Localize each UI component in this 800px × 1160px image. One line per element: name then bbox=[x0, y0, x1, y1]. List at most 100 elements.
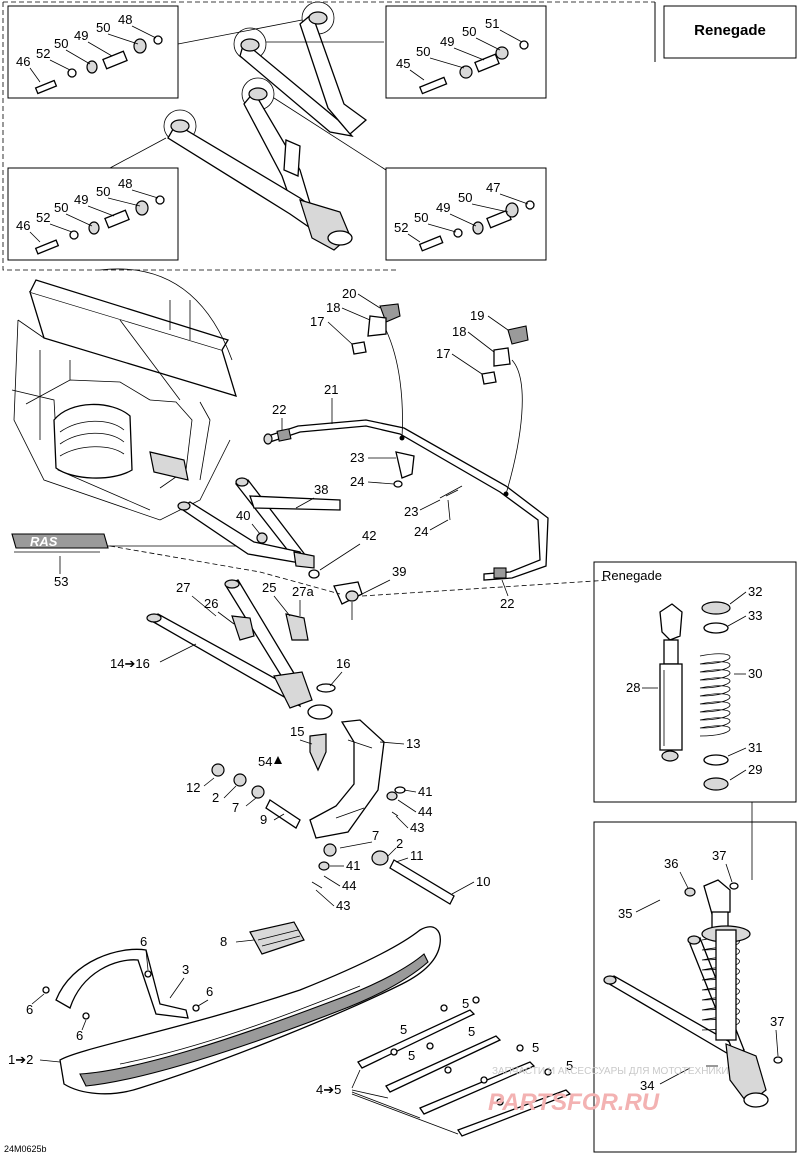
callout-47: 47 bbox=[486, 180, 500, 195]
upper-a-arm-top bbox=[109, 1, 387, 251]
callout-25: 25 bbox=[262, 580, 276, 595]
watermark: ЗАПЧАСТИ И АКСЕССУАРЫ ДЛЯ МОТОТЕХНИКИ PA… bbox=[488, 1066, 729, 1116]
callout-11: 11 bbox=[410, 848, 424, 863]
callout-52: 52 bbox=[36, 46, 50, 61]
callout-37: 37 bbox=[712, 848, 726, 863]
callout-24: 24 bbox=[350, 474, 364, 489]
ras-logo-text: RAS bbox=[30, 534, 58, 549]
callout-30: 30 bbox=[748, 666, 762, 681]
callout-46: 46 bbox=[16, 54, 30, 69]
shock-absorber: 28 bbox=[626, 603, 683, 762]
ras-badge: RAS 53 bbox=[11, 533, 250, 589]
spindle-hardware: 12 2 7 9 41 44 43 7 2 11 41 44 43 10 bbox=[186, 763, 490, 913]
callout-49: 49 bbox=[74, 28, 88, 43]
callout-16: 16 bbox=[336, 656, 350, 671]
chassis-frame bbox=[11, 268, 237, 521]
callout-50: 50 bbox=[414, 210, 428, 225]
callout-27a: 27a bbox=[292, 584, 314, 599]
callout-50: 50 bbox=[54, 36, 68, 51]
callout-5: 5 bbox=[400, 1022, 407, 1037]
ski-handle: 6 3 6 6 6 1➔2 bbox=[8, 934, 213, 1067]
callout-51: 51 bbox=[485, 16, 499, 31]
callout-24: 24 bbox=[414, 524, 428, 539]
callout-28: 28 bbox=[626, 680, 640, 695]
callout-6: 6 bbox=[140, 934, 147, 949]
callout-1-2: 1➔2 bbox=[8, 1052, 33, 1067]
callout-52: 52 bbox=[394, 220, 408, 235]
callout-29: 29 bbox=[748, 762, 762, 777]
callout-41: 41 bbox=[346, 858, 360, 873]
model-label-box bbox=[663, 5, 797, 59]
callout-12: 12 bbox=[186, 780, 200, 795]
callout-27: 27 bbox=[176, 580, 190, 595]
callout-2: 2 bbox=[396, 836, 403, 851]
callout-49: 49 bbox=[74, 192, 88, 207]
upper-a-arm: 38 40 42 bbox=[177, 477, 376, 579]
callout-50: 50 bbox=[96, 20, 110, 35]
shock-inset-title: Renegade bbox=[602, 568, 662, 583]
callout-22: 22 bbox=[500, 596, 514, 611]
callout-5: 5 bbox=[408, 1048, 415, 1063]
hardware-box-bottom-left bbox=[7, 167, 179, 261]
callout-50: 50 bbox=[96, 184, 110, 199]
callout-9: 9 bbox=[260, 812, 267, 827]
upper-arm-frame bbox=[2, 1, 655, 271]
callout-8: 8 bbox=[220, 934, 227, 949]
callout-44: 44 bbox=[342, 878, 356, 893]
callout-43: 43 bbox=[336, 898, 350, 913]
callout-7: 7 bbox=[372, 828, 379, 843]
callout-13: 13 bbox=[406, 736, 420, 751]
callout-22: 22 bbox=[272, 402, 286, 417]
callout-48: 48 bbox=[118, 176, 132, 191]
ski: 8 bbox=[59, 921, 441, 1095]
hardware-set-top-right bbox=[418, 40, 529, 95]
callout-40: 40 bbox=[236, 508, 250, 523]
hardware-box-top-left bbox=[7, 5, 179, 99]
callout-49: 49 bbox=[440, 34, 454, 49]
svg-text:ЗАПЧАСТИ И АКСЕССУАРЫ ДЛЯ МОТО: ЗАПЧАСТИ И АКСЕССУАРЫ ДЛЯ МОТОТЕХНИКИ bbox=[492, 1066, 729, 1077]
callout-5: 5 bbox=[468, 1024, 475, 1039]
wear-bars: 5 5 5 5 5 5 4➔5 bbox=[316, 996, 573, 1137]
callout-10: 10 bbox=[476, 874, 490, 889]
callout-44: 44 bbox=[418, 804, 432, 819]
hardware-box-bottom-right bbox=[385, 167, 547, 261]
callout-6: 6 bbox=[206, 984, 213, 999]
callout-52: 52 bbox=[36, 210, 50, 225]
callout-35: 35 bbox=[618, 906, 632, 921]
callout-23: 23 bbox=[350, 450, 364, 465]
callout-6: 6 bbox=[26, 1002, 33, 1017]
shock-spring: 32 33 30 31 29 bbox=[699, 584, 762, 791]
callout-50: 50 bbox=[416, 44, 430, 59]
callout-15: 15 bbox=[290, 724, 304, 739]
callout-38: 38 bbox=[314, 482, 328, 497]
shock-inset-box bbox=[593, 561, 797, 803]
callout-7: 7 bbox=[232, 800, 239, 815]
callout-54: 54 bbox=[258, 754, 272, 769]
callout-6: 6 bbox=[76, 1028, 83, 1043]
callout-23: 23 bbox=[404, 504, 418, 519]
callout-50: 50 bbox=[462, 24, 476, 39]
hardware-set-top-left bbox=[34, 35, 163, 95]
callouts-swaybar: 20 19 18 18 17 17 21 22 23 24 23 24 22 bbox=[272, 286, 514, 611]
callout-37: 37 bbox=[770, 1014, 784, 1029]
callout-3: 3 bbox=[182, 962, 189, 977]
svg-text:PARTSFOR.RU: PARTSFOR.RU bbox=[488, 1089, 660, 1116]
callout-32: 32 bbox=[748, 584, 762, 599]
callout-39: 39 bbox=[392, 564, 406, 579]
callouts-top-right: 51 50 49 50 45 bbox=[396, 16, 523, 81]
callout-4-5: 4➔5 bbox=[316, 1082, 341, 1097]
callout-14-16: 14➔16 bbox=[110, 656, 150, 671]
ball-joint: 39 bbox=[109, 545, 611, 620]
callout-18: 18 bbox=[326, 300, 340, 315]
hardware-set-bottom-right bbox=[418, 200, 535, 252]
callout-19: 19 bbox=[470, 308, 484, 323]
callout-48: 48 bbox=[118, 12, 132, 27]
sway-bar-brackets bbox=[351, 303, 529, 521]
callouts-bottom-left: 48 50 49 50 52 46 bbox=[16, 176, 159, 243]
callout-41: 41 bbox=[418, 784, 432, 799]
callout-2: 2 bbox=[212, 790, 219, 805]
callout-43: 43 bbox=[410, 820, 424, 835]
callout-33: 33 bbox=[748, 608, 762, 623]
callout-42: 42 bbox=[362, 528, 376, 543]
